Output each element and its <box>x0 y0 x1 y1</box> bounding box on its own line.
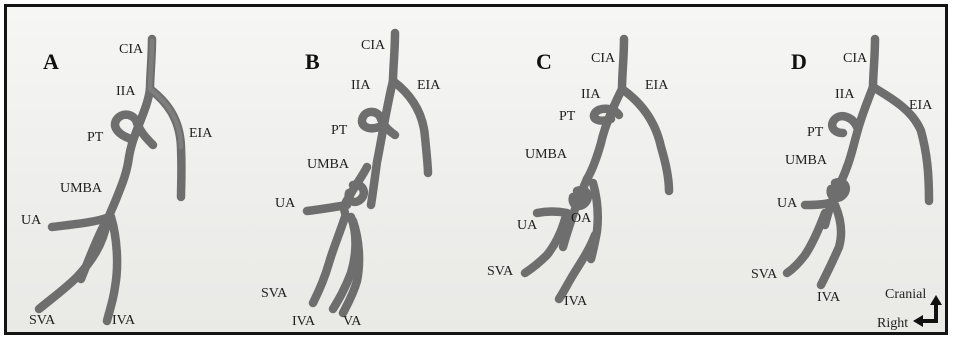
panel-a-cia-label: CIA <box>119 42 144 57</box>
panel-b-ua-label: UA <box>275 196 296 211</box>
panel-c-ua-vessel <box>537 212 567 214</box>
panel-d-eia-label: EIA <box>909 98 933 113</box>
panel-b-cia-vessel <box>393 33 395 81</box>
panel-d-cia-vessel <box>873 39 875 87</box>
orientation-right-label: Right <box>877 316 908 331</box>
panel-b: B CIA IIA EIA PT UMBA UA SVA IVA VA <box>261 33 441 329</box>
panel-b-loop-vessel <box>349 185 364 202</box>
panel-b-umba-label: UMBA <box>307 157 350 172</box>
panel-b-vessels <box>307 33 428 313</box>
panel-a-vessels <box>39 39 181 321</box>
panel-d-sva-vessel <box>787 213 825 273</box>
panel-d: D CIA IIA EIA PT UMBA UA SVA IVA <box>751 39 933 305</box>
panel-a-sva-label: SVA <box>29 313 56 328</box>
panel-a-eia-label: EIA <box>189 126 213 141</box>
panel-d-ua-label: UA <box>777 196 798 211</box>
arterial-anatomy-figure: A CIA IIA EIA PT UMBA UA SVA IVA B <box>4 4 948 335</box>
panel-d-iia-label: IIA <box>835 87 855 102</box>
panel-a-ua-label: UA <box>21 213 42 228</box>
panel-a-iia-label: IIA <box>116 84 136 99</box>
diagram-canvas: A CIA IIA EIA PT UMBA UA SVA IVA B <box>7 7 945 332</box>
panel-d-sva-label: SVA <box>751 267 778 282</box>
panel-b-pt-label: PT <box>331 123 348 138</box>
panel-c-oa-label: OA <box>571 211 592 226</box>
panel-c-iva-label: IVA <box>564 294 588 309</box>
panel-b-iia-label: IIA <box>351 78 371 93</box>
orientation-arrow-icon <box>921 303 936 321</box>
panel-c: C CIA IIA EIA PT UMBA UA OA SVA IVA <box>487 39 669 309</box>
panel-c-letter: C <box>536 49 552 74</box>
panel-d-pt-label: PT <box>807 125 824 140</box>
orientation-indicator: Cranial Right <box>877 287 942 331</box>
panel-a: A CIA IIA EIA PT UMBA UA SVA IVA <box>21 39 213 328</box>
orientation-arrowhead-up-icon <box>930 295 942 305</box>
panel-a-umba-label: UMBA <box>60 181 103 196</box>
panel-c-eia-label: EIA <box>645 78 669 93</box>
panel-a-iia-vessel <box>105 89 150 227</box>
panel-a-letter: A <box>43 49 59 74</box>
panel-d-letter: D <box>791 49 807 74</box>
panel-b-sva-label: SVA <box>261 286 288 301</box>
panel-d-iva-label: IVA <box>817 290 841 305</box>
panel-b-cia-label: CIA <box>361 38 386 53</box>
panel-c-umba-label: UMBA <box>525 147 568 162</box>
panel-b-ua-vessel <box>307 205 347 211</box>
panel-b-eia-vessel <box>393 81 428 173</box>
panel-d-cia-label: CIA <box>843 51 868 66</box>
panel-c-cia-label: CIA <box>591 51 616 66</box>
panel-c-pt-label: PT <box>559 109 576 124</box>
panel-b-va-label: VA <box>343 314 362 329</box>
panel-c-iia-label: IIA <box>581 87 601 102</box>
panel-d-ua-vessel <box>805 203 829 205</box>
panel-a-iva-label: IVA <box>112 313 136 328</box>
orientation-cranial-label: Cranial <box>885 287 926 302</box>
panel-a-pt-label: PT <box>87 130 104 145</box>
panel-d-umba-label: UMBA <box>785 153 828 168</box>
orientation-arrowhead-left-icon <box>913 315 923 327</box>
panel-c-sva-label: SVA <box>487 264 514 279</box>
panel-b-letter: B <box>305 49 320 74</box>
panel-c-cia-vessel <box>622 39 624 89</box>
panel-b-iva-label: IVA <box>292 314 316 329</box>
panel-c-ua-label: UA <box>517 218 538 233</box>
panel-b-iia-vessel <box>371 81 393 205</box>
panel-c-iia-vessel <box>587 89 622 179</box>
panel-c-eia-vessel <box>622 89 669 191</box>
panel-b-eia-label: EIA <box>417 78 441 93</box>
